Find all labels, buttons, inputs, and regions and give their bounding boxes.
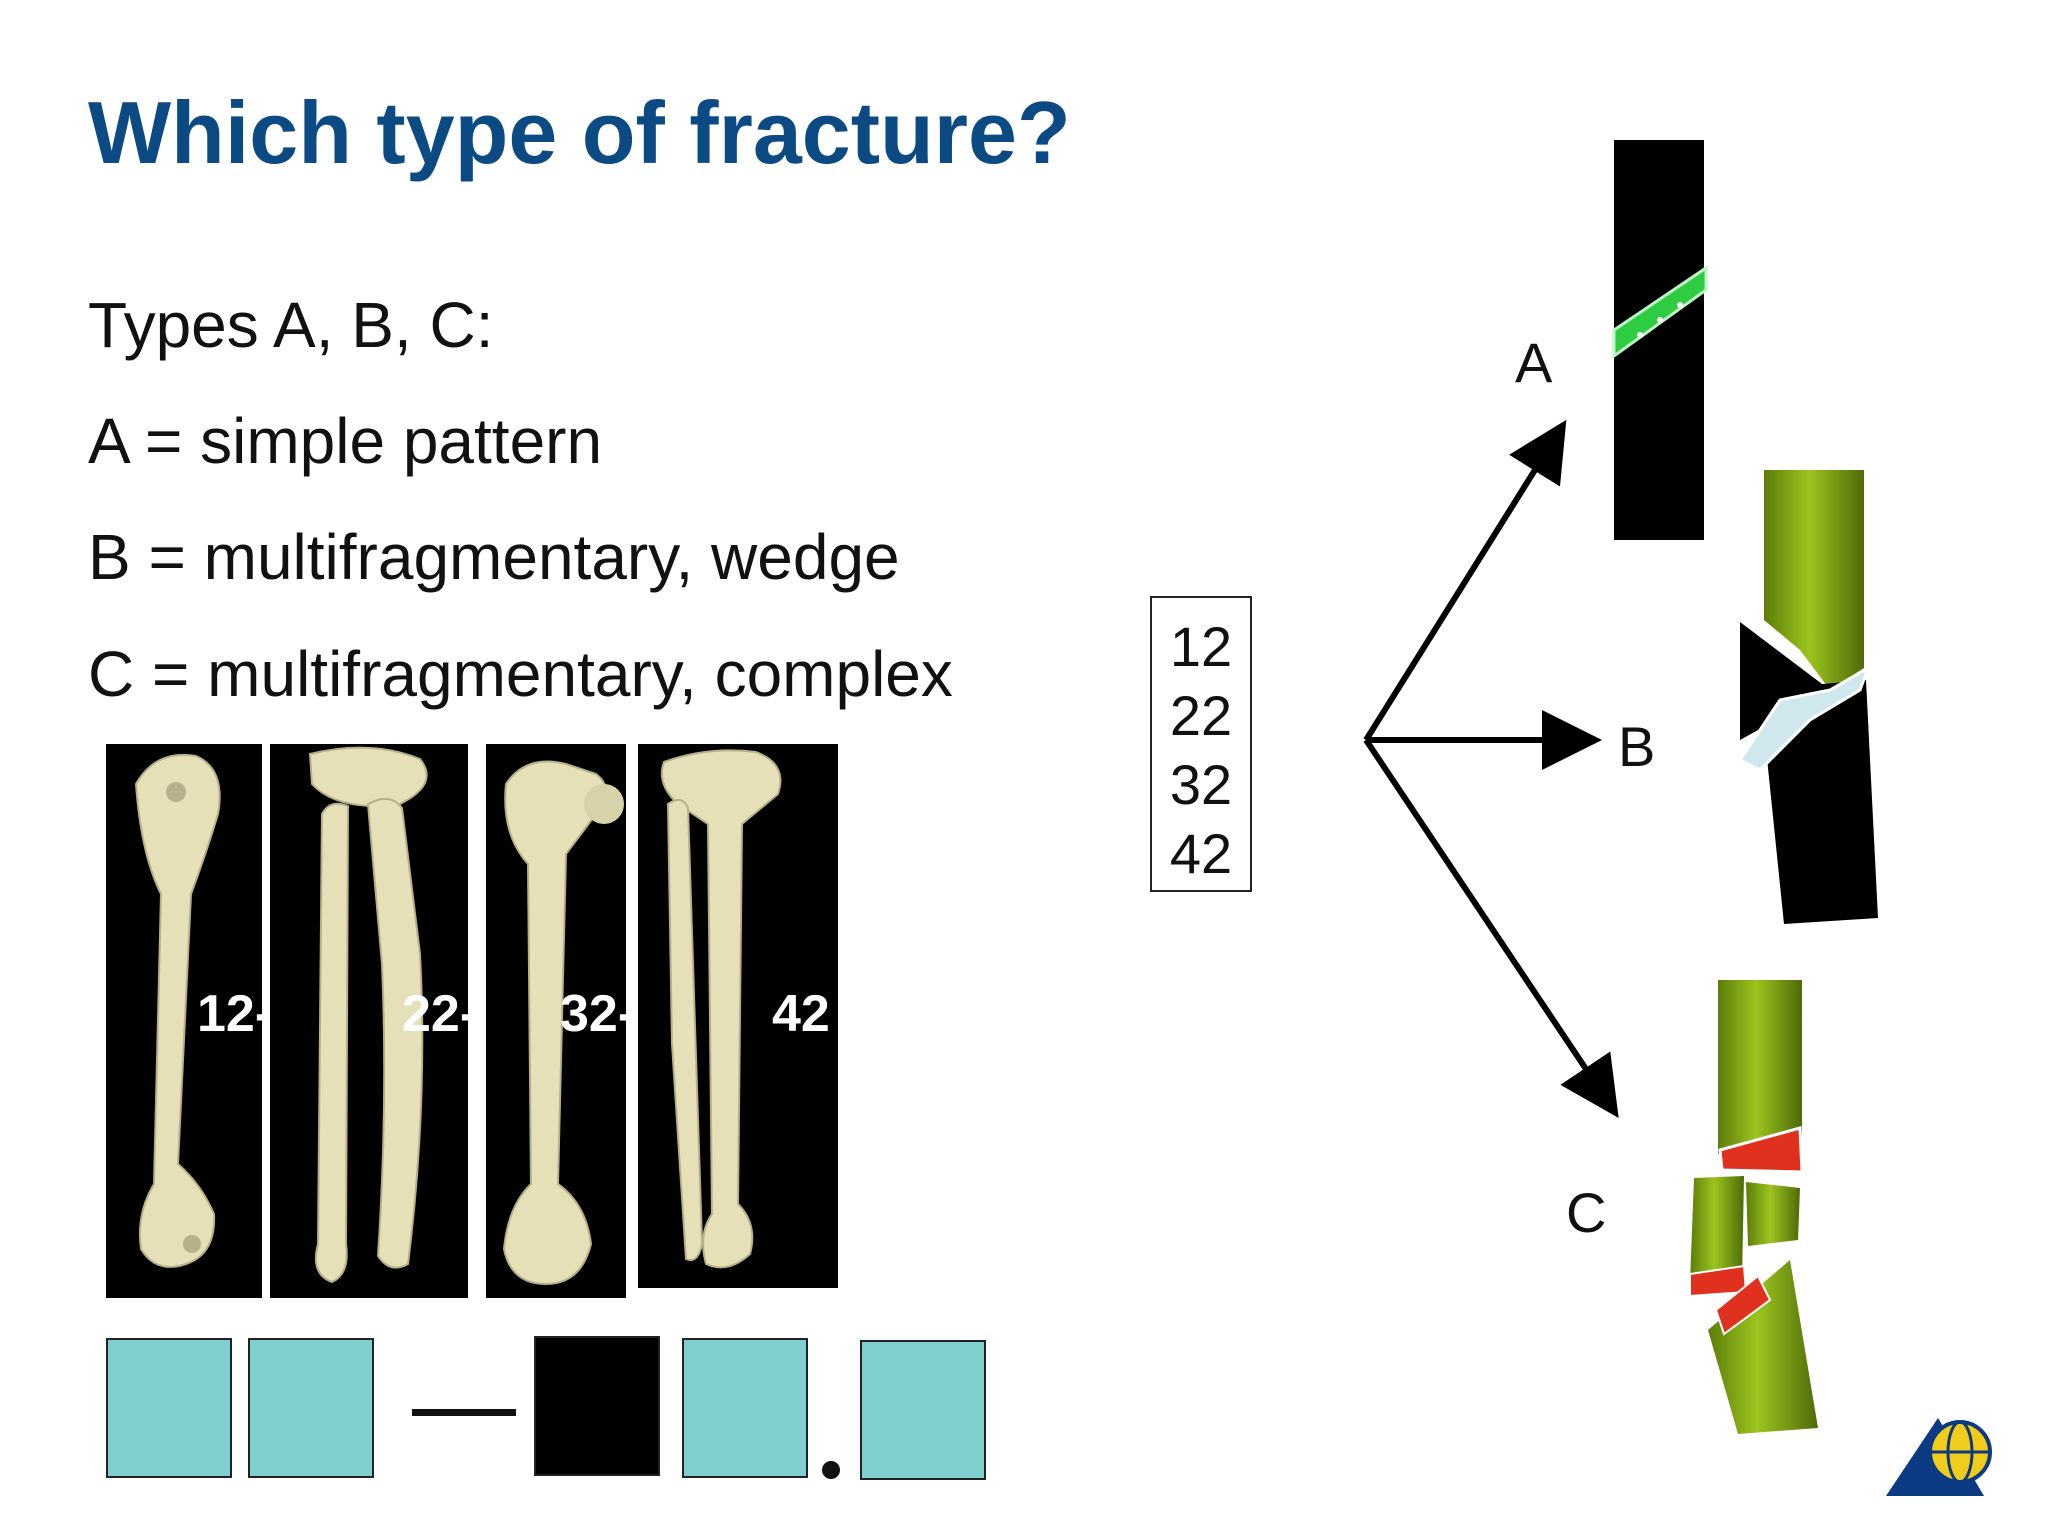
femur-image [486,744,626,1298]
code-box-subgroup [860,1340,986,1480]
tibia-fibula-illustration [660,749,782,1269]
slide-title: Which type of fracture? [88,83,1071,182]
branch-label-c: C [1566,1181,1607,1244]
bone-label-tibia: 42 [772,985,830,1043]
code-box-bone [106,1338,232,1478]
forearm-illustration [308,746,428,1284]
ao-globe-logo [1886,1418,1992,1496]
code-box-group [682,1338,808,1478]
bone-label-forearm: 22- [402,985,478,1043]
type-a-description: A = simple pattern [88,405,603,477]
code-box-type [534,1336,660,1476]
arrow-to-c [1363,738,1619,1118]
segment-codes-box: 12 22 32 42 [1150,596,1252,892]
branch-arrows [1363,419,1619,1118]
tibia-fibula-image [638,744,838,1288]
arrow-to-a [1363,419,1567,742]
type-c-description: C = multifragmentary, complex [88,638,953,710]
forearm-image [270,744,468,1298]
types-intro: Types A, B, C: [88,289,494,361]
code-box-segment [248,1338,374,1478]
humerus-illustration [134,753,221,1268]
fracture-c-illustration [1689,980,1818,1434]
fracture-b-illustration [1737,470,1878,924]
code-dash [412,1409,516,1416]
fracture-a-illustration [1612,140,1708,540]
segment-code: 12 [1169,615,1233,678]
segment-code: 42 [1169,822,1233,885]
branch-label-a: A [1515,331,1553,394]
code-dot [822,1461,840,1479]
femur-illustration [502,760,624,1286]
humerus-image [106,744,262,1298]
bone-label-femur: 32- [560,985,636,1043]
segment-code: 22 [1169,684,1233,747]
type-b-description: B = multifragmentary, wedge [88,521,900,593]
bone-label-humerus: 12- [197,985,273,1043]
segment-code: 32 [1169,753,1233,816]
branch-label-b: B [1618,715,1656,778]
